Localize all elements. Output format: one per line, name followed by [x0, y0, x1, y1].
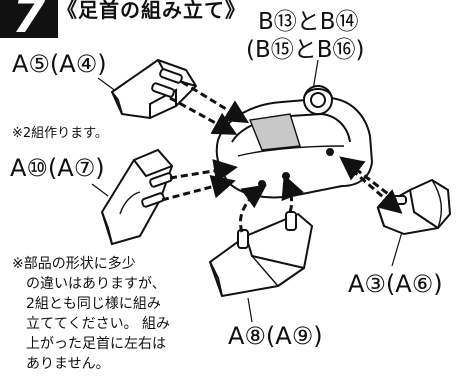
part-a5-a4 — [110, 58, 198, 120]
arrow-a3-to-body-2 — [351, 168, 403, 214]
leader-line-a5 — [97, 77, 129, 101]
step-number-badge: 7 — [0, 0, 58, 38]
arrow-a8-to-body-1 — [239, 184, 267, 233]
leader-line-b13 — [311, 59, 319, 97]
note-line: ※部品の形状に多少 — [12, 256, 136, 272]
step-number: 7 — [12, 0, 46, 38]
label-a10-a7: A⑩(A⑦) — [10, 154, 105, 182]
note-line: の違いはありますが、 — [12, 276, 166, 292]
note-line: 立ててください。 組み — [12, 316, 171, 332]
note-line: 上がった足首に左右は — [12, 336, 166, 352]
leader-line-a10 — [91, 183, 109, 197]
leader-line-a8 — [247, 297, 253, 323]
arrow-a5-to-body-2 — [169, 96, 238, 135]
label-a3-a6: A③(A⑥) — [348, 270, 443, 298]
arrow-a10-to-body-2 — [161, 175, 236, 202]
arrow-a8-to-body-2 — [281, 174, 304, 213]
part-a3-a6 — [376, 178, 452, 236]
note-line: ありません。 — [12, 356, 110, 372]
ankle-body-part — [215, 85, 374, 199]
leader-line-a3 — [391, 231, 403, 267]
label-a5-a4: A⑤(A④) — [12, 50, 107, 78]
step-title: 《足首の組み立て》 — [57, 0, 246, 22]
arrow-a10-to-body-1 — [169, 159, 238, 183]
note-shape-difference: ※部品の形状に多少 の違いはありますが、 2組とも同じ様に組み 立ててください。… — [12, 254, 212, 374]
part-a8-a9 — [208, 211, 314, 298]
label-b13-b14: B⑬とB⑭ — [258, 9, 359, 35]
part-a10-a7 — [100, 148, 174, 246]
note-line: 2組とも同じ様に組み — [12, 296, 161, 312]
label-b15-b16: (B⑮とB⑯) — [246, 37, 365, 63]
arrow-a5-to-body-1 — [181, 80, 250, 124]
label-a8-a9: A⑧(A⑨) — [228, 322, 323, 350]
note-make-two-sets: ※2組作ります。 — [12, 126, 108, 141]
arrow-a3-to-body-1 — [339, 156, 397, 202]
